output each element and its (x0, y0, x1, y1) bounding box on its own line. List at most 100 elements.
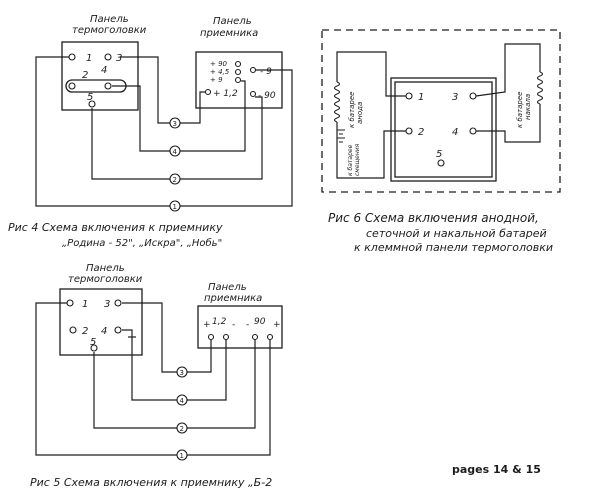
fig4-wire-3b (178, 91, 205, 124)
fig6-caption-2: сеточной и накальной батарей (366, 227, 547, 240)
fig5-head-term-label-1: 1 (82, 299, 88, 310)
fig4-wire-marker-label-4: 4 (173, 148, 178, 156)
fig5-head-term-5 (90, 344, 98, 352)
fig5-head-panel (59, 288, 143, 356)
fig4-wire-2b (178, 96, 263, 180)
fig5-head-term-label-4: 4 (101, 326, 107, 337)
fig6-anode-label-2: анода (356, 102, 364, 124)
fig5-recv-term-90p (266, 333, 274, 341)
fig5-recv-term-12m (222, 333, 230, 341)
fig6-dashed-enclosure (321, 29, 561, 193)
fig5-wire-marker-2 (176, 422, 188, 434)
fig6-head-panel-outer (390, 77, 497, 182)
fig5-wire-marker-1 (176, 449, 188, 461)
fig5-recv-term-label-minus-b: - (246, 320, 249, 330)
fig5-wire-4b (186, 340, 227, 401)
fig6-caption-3: к клеммной панели термоголовки (354, 241, 553, 254)
fig4-recv-term-label-9m: - 9 (260, 67, 272, 77)
fig6-bias-label-2: смещения (354, 143, 361, 176)
fig4-recv-term-9p (234, 76, 242, 84)
fig4-head-term-5 (88, 100, 96, 108)
fig4-wire-2 (91, 108, 172, 180)
fig5-recv-term-label-plus-b: + (273, 320, 281, 330)
fig4-head-panel (61, 41, 139, 111)
fig5-head-panel-title-1: Панель (86, 263, 125, 274)
fig6-filament-label-1: к батарее (516, 92, 524, 128)
fig4-recv-term-45 (234, 68, 242, 76)
fig6-term-label-4: 4 (452, 127, 458, 138)
fig6-term-1 (405, 92, 413, 100)
fig6-anode-label-1: к батарее (348, 92, 356, 128)
fig4-recv-panel (195, 51, 283, 109)
fig5-wire-marker-label-1: 1 (180, 452, 184, 460)
fig4-recv-panel-title-2: приемника (200, 28, 258, 39)
fig4-head-term-4 (104, 82, 112, 90)
fig4-recv-term-12 (204, 88, 212, 96)
fig5-recv-term-90m (251, 333, 259, 341)
fig5-recv-panel-title-2: приемника (204, 293, 262, 304)
fig5-recv-term-label-90: 90 (254, 317, 266, 327)
fig4-head-panel-title-2: термоголовки (72, 25, 147, 36)
fig6-term-label-1: 1 (418, 92, 424, 103)
figure-4: Панель термоголовки Панель приемника 1 3… (8, 14, 293, 249)
fig4-head-term-label-1: 1 (86, 53, 92, 64)
fig4-wire-1b (178, 69, 293, 207)
figure-5: Панель термоголовки Панель приемника 1 3… (30, 263, 283, 489)
fig4-recv-term-90m (249, 90, 257, 98)
fig6-wire-filament-top (475, 43, 541, 97)
fig4-head-term-label-3: 3 (116, 53, 122, 64)
pages-note: pages 14 & 15 (452, 463, 541, 476)
fig4-recv-term-label-45: + 4,5 (210, 68, 230, 76)
fig6-wire-anode (336, 51, 406, 97)
fig4-wire-marker-3 (169, 117, 181, 129)
fig6-anode-battery (333, 81, 341, 123)
fig5-head-term-1 (66, 299, 74, 307)
fig5-wire-3 (122, 302, 178, 373)
fig4-wire-marker-label-2: 2 (173, 176, 177, 184)
fig4-recv-panel-title-1: Панель (213, 16, 252, 27)
fig5-wire-3b (186, 340, 212, 373)
fig4-head-term-label-2: 2 (82, 70, 88, 81)
fig4-head-term-3 (104, 53, 112, 61)
fig4-wire-1 (35, 56, 172, 207)
figure-6: 1 3 2 4 5 к батарее анода к батарее смещ… (321, 29, 561, 254)
fig5-head-term-3 (114, 299, 122, 307)
fig5-recv-term-label-minus-a: - (232, 320, 235, 330)
fig5-recv-panel-title-1: Панель (208, 282, 247, 293)
fig6-term-4 (469, 127, 477, 135)
fig5-head-term-4 (114, 326, 122, 334)
fig4-recv-term-label-90m: - 90 (258, 91, 276, 101)
fig5-recv-panel (197, 305, 283, 349)
fig4-recv-term-label-90p: + 90 (210, 60, 228, 68)
fig5-head-panel-title-2: термоголовки (68, 274, 143, 285)
fig4-wire-marker-1 (169, 200, 181, 212)
fig4-recv-term-9m (249, 66, 257, 74)
fig4-wire-4b (178, 80, 246, 152)
fig5-wire-4 (122, 329, 178, 401)
fig5-recv-term-label-plus-a: + (203, 320, 211, 330)
fig4-wire-marker-4 (169, 145, 181, 157)
fig5-wire-2b (186, 340, 256, 429)
fig6-wire-filament-bottom (476, 104, 541, 143)
fig6-bias-label-1: к батарее (347, 144, 354, 176)
fig5-head-term-label-2: 2 (82, 326, 88, 337)
fig4-recv-term-90p (234, 60, 242, 68)
fig6-term-3 (469, 92, 477, 100)
fig6-caption-1: Рис 6 Схема включения анодной, (328, 211, 539, 225)
fig4-head-term-1 (68, 53, 76, 61)
fig5-wire-marker-label-4: 4 (180, 397, 185, 405)
fig6-filament-label-2: накала (524, 94, 532, 120)
fig4-head-panel-title-1: Панель (90, 14, 129, 25)
fig6-term-label-3: 3 (452, 92, 458, 103)
fig6-term-5 (437, 159, 445, 167)
fig6-term-label-5: 5 (436, 149, 442, 160)
fig4-head-term-label-4: 4 (101, 65, 107, 76)
fig4-wire-3 (120, 56, 172, 124)
fig6-bias-battery (337, 129, 345, 143)
fig5-wire-1 (35, 302, 178, 456)
fig4-head-term-label-5: 5 (87, 92, 93, 103)
fig6-term-2 (405, 127, 413, 135)
fig5-head-term-label-5: 5 (90, 337, 96, 348)
fig5-wire-1b (186, 340, 271, 456)
